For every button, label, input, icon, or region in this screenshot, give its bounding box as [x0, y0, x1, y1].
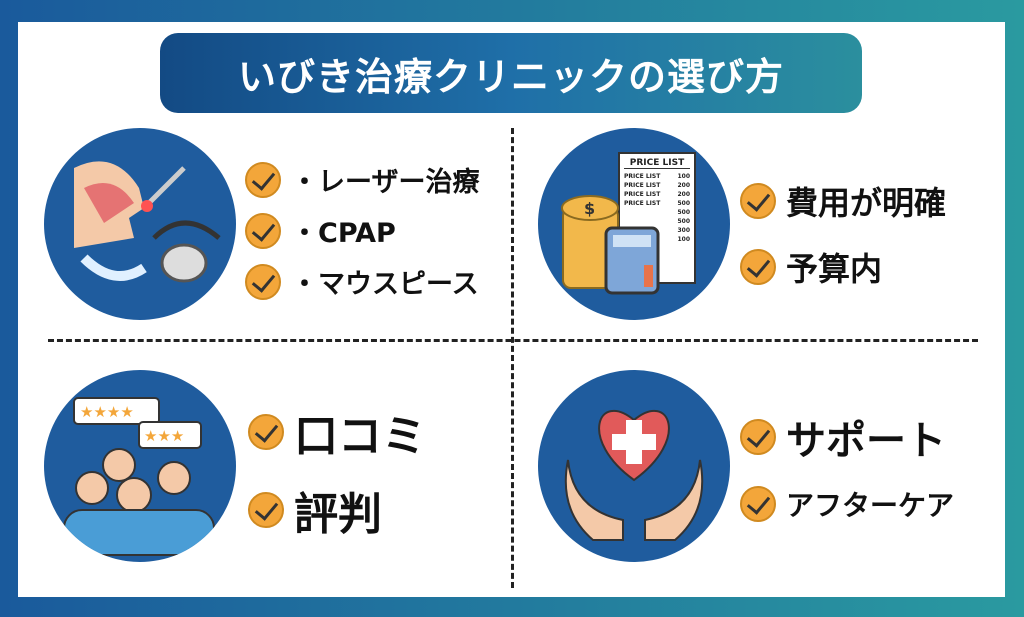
- price-row: 300: [624, 226, 690, 235]
- price-value: 500: [677, 218, 690, 225]
- divider-horizontal: [48, 339, 978, 342]
- list-item: サポート: [740, 408, 954, 466]
- price-value: 100: [677, 236, 690, 243]
- care-hands-icon: [538, 370, 730, 562]
- list-item: 費用が明確: [740, 178, 946, 224]
- divider-vertical: [511, 128, 514, 588]
- svg-text:★★★★: ★★★★: [80, 403, 134, 421]
- item-label: 費用が明確: [786, 184, 947, 222]
- list-item: ・マウスピース: [245, 262, 479, 301]
- check-icon: [245, 212, 281, 249]
- check-icon: [245, 161, 281, 198]
- price-row: 100: [624, 235, 690, 244]
- price-label: PRICE LIST: [624, 182, 661, 189]
- price-value: 100: [677, 173, 690, 180]
- price-row: PRICE LIST 200: [624, 190, 690, 199]
- price-value: 200: [677, 182, 690, 189]
- list-item: アフターケア: [740, 484, 954, 524]
- price-value: 500: [677, 200, 690, 207]
- item-label: 予算内: [786, 250, 883, 288]
- page-title: いびき治療クリニックの選び方: [160, 33, 862, 113]
- list-item: 予算内: [740, 244, 946, 290]
- check-icon: [740, 249, 776, 285]
- list-item: 評判: [248, 478, 426, 542]
- price-row: 500: [624, 208, 690, 217]
- item-label: サポート: [786, 418, 946, 464]
- svg-text:$: $: [584, 199, 595, 218]
- item-label: アフターケア: [786, 489, 955, 522]
- price-label: PRICE LIST: [624, 191, 661, 198]
- check-icon: [740, 486, 776, 522]
- item-label: ・レーザー治療: [291, 167, 480, 198]
- item-label: 口コミ: [294, 411, 426, 462]
- price-row: PRICE LIST 500: [624, 199, 690, 208]
- item-label: 評判: [294, 489, 382, 540]
- snoring-treatment-icon: [44, 128, 236, 320]
- price-value: 300: [677, 227, 690, 234]
- price-row: 500: [624, 217, 690, 226]
- price-list-heading: PRICE LIST: [624, 158, 690, 169]
- check-icon: [740, 183, 776, 219]
- reviews-icon: ★★★★ ★★★: [44, 370, 236, 562]
- check-icon: [740, 419, 776, 455]
- check-icon: [248, 414, 284, 450]
- price-label: PRICE LIST: [624, 173, 661, 180]
- list-item: ・CPAP: [245, 211, 479, 250]
- item-label: ・マウスピース: [291, 269, 479, 300]
- price-value: 500: [677, 209, 690, 216]
- check-icon: [248, 492, 284, 528]
- price-label: PRICE LIST: [624, 200, 661, 207]
- svg-text:★★★: ★★★: [144, 427, 184, 445]
- list-item: ・レーザー治療: [245, 160, 479, 199]
- price-row: PRICE LIST 200: [624, 181, 690, 190]
- price-row: PRICE LIST 100: [624, 172, 690, 181]
- item-label: ・CPAP: [291, 218, 396, 249]
- list-item: 口コミ: [248, 400, 426, 464]
- price-value: 200: [677, 191, 690, 198]
- check-icon: [245, 263, 281, 300]
